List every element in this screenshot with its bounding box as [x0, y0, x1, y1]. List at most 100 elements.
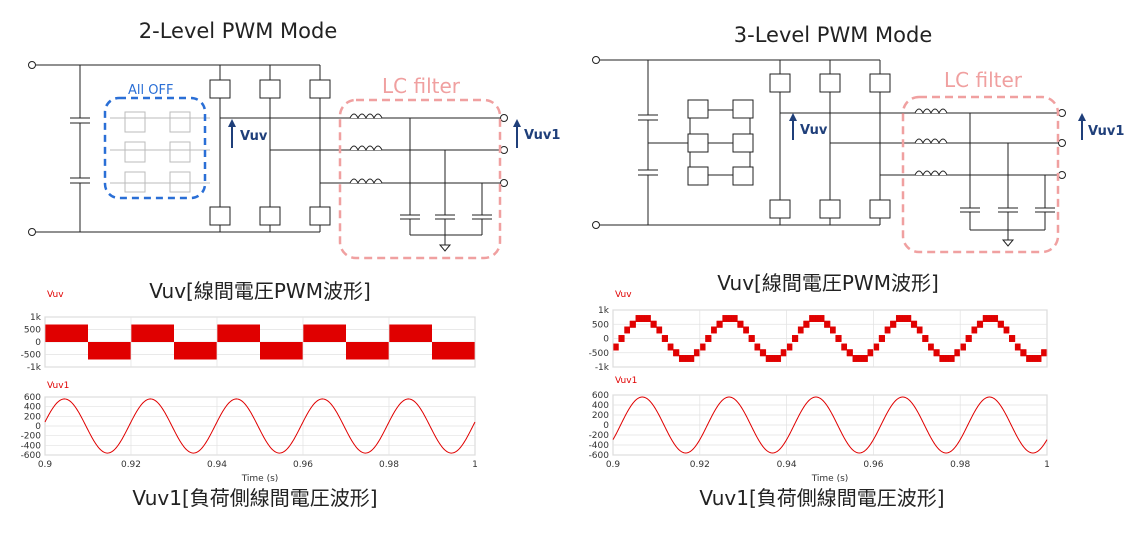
- right-pwm-step: [722, 320, 723, 328]
- left-all-off-box: [103, 96, 207, 200]
- right-pwm-step: [916, 320, 918, 328]
- right-vuv-label: Vuv: [800, 123, 828, 138]
- right-xtick: 0.94: [777, 460, 797, 470]
- right-pwm-step: [884, 335, 885, 342]
- right-pwm-step: [976, 326, 978, 334]
- left-xtick: 0.94: [207, 460, 227, 470]
- right-pwm-step: [846, 343, 848, 351]
- right-pwm-step: [878, 343, 880, 351]
- right-xtick: 1: [1044, 460, 1050, 470]
- right-pwm-step: [742, 320, 744, 328]
- right-pwm-step: [635, 320, 636, 328]
- left-plot1-ytick: 1k: [30, 313, 42, 323]
- right-pwm-step: [765, 349, 767, 357]
- left-sine-caption: Vuv1[負荷側線間電圧波形]: [132, 486, 377, 510]
- left-xtick: 0.9: [38, 460, 53, 470]
- left-lc-filter-box: [338, 98, 502, 260]
- right-pwm-step: [1025, 349, 1027, 357]
- left-xtick: 1: [472, 460, 478, 470]
- right-plot2-ytick: 400: [592, 401, 609, 411]
- right-pwm-step: [939, 349, 940, 357]
- right-pwm-step: [754, 335, 755, 342]
- right-pwm-step: [954, 355, 955, 362]
- right-xtick: 0.92: [690, 460, 710, 470]
- left-plot2-ytick: 200: [24, 412, 41, 422]
- right-pwm-step: [982, 320, 984, 328]
- right-pwm-step: [895, 320, 897, 328]
- left-xtick: 0.98: [379, 460, 399, 470]
- right-plot2-ytick: 0: [603, 421, 609, 431]
- left-pwm-pulse: [260, 342, 303, 360]
- right-pwm-step: [889, 326, 891, 334]
- right-lc-filter-box: [901, 95, 1060, 254]
- left-plot2-ytick: -600: [21, 451, 42, 461]
- right-plot1-ytick: 500: [592, 320, 609, 330]
- right-pwm-step: [835, 326, 836, 334]
- left-inductors: [349, 113, 383, 185]
- left-plot1-ytick: -500: [21, 351, 42, 361]
- left-plot1-ytick: 0: [35, 338, 41, 348]
- plots-layer: 1k5000-500-1kVuv6004002000-200-400-6000.…: [21, 290, 1050, 484]
- left-plot2-ytick: -400: [21, 441, 42, 451]
- right-vuv1-label: Vuv1: [1088, 124, 1124, 139]
- left-plot1-ytick: 500: [24, 326, 41, 336]
- right-sine-line: [612, 396, 1048, 454]
- left-pwm-caption: Vuv[線間電圧PWM波形]: [149, 279, 371, 303]
- right-plot1-ytick: -500: [589, 349, 610, 359]
- right-pwm-step: [997, 315, 999, 322]
- right-plot1-ytick: 1k: [598, 306, 610, 316]
- left-pwm-pulse: [174, 342, 217, 360]
- right-xtick: 0.96: [863, 460, 883, 470]
- right-pwm-step: [797, 335, 799, 342]
- left-dc-neg-terminal: [28, 228, 36, 236]
- right-pwm-step: [737, 315, 738, 322]
- right-plot1-ytick: -1k: [595, 363, 610, 373]
- left-plot1-ytick: -1k: [27, 363, 42, 373]
- right-xtick: 0.98: [950, 460, 970, 470]
- left-pwm-pulse: [303, 324, 346, 342]
- right-pwm-step: [710, 335, 712, 342]
- right-pwm-step: [852, 349, 853, 357]
- right-circuit: [592, 56, 1066, 247]
- right-title: 3-Level PWM Mode: [734, 23, 933, 47]
- right-pwm-step: [759, 343, 761, 351]
- right-plot2-ytick: -600: [589, 451, 610, 461]
- left-pwm-pulse: [389, 324, 432, 342]
- right-pwm-step: [678, 349, 680, 357]
- left-plot2-ytick: 400: [24, 403, 41, 413]
- right-pwm-caption: Vuv[線間電圧PWM波形]: [717, 271, 939, 295]
- right-pwm-step: [922, 326, 923, 334]
- right-pwm-step: [618, 343, 619, 351]
- right-pwm-step: [656, 320, 657, 328]
- right-plot2-signal-label: Vuv1: [615, 376, 637, 386]
- right-plot2-ytick: -400: [589, 441, 610, 451]
- left-plot2-ytick: 0: [35, 422, 41, 432]
- right-pwm-step: [803, 326, 804, 334]
- left-all-off-label: All OFF: [128, 83, 173, 98]
- left-plot2-ytick: -200: [21, 432, 42, 442]
- left-vuv-arrow: [228, 119, 236, 148]
- right-pwm-step: [1003, 320, 1004, 328]
- left-pwm-pulse: [131, 324, 174, 342]
- right-plot1-ytick: 0: [603, 335, 609, 345]
- right-pwm-step: [971, 335, 972, 342]
- left-pwm-pulse: [88, 342, 131, 360]
- right-plot2-ytick: 200: [592, 411, 609, 421]
- right-vuv-arrow: [789, 113, 797, 140]
- left-pwm-pulse: [217, 324, 260, 342]
- right-pwm-step: [693, 355, 695, 362]
- right-pwm-step: [808, 320, 810, 328]
- left-plot2-signal-label: Vuv1: [47, 381, 69, 391]
- left-xtick: 0.92: [121, 460, 141, 470]
- left-circuit: [28, 61, 508, 252]
- right-pwm-step: [841, 335, 842, 342]
- right-pwm-step: [829, 320, 831, 328]
- right-pwm-step: [705, 343, 706, 351]
- right-pwm-step: [933, 343, 934, 351]
- left-vuv1-arrow: [513, 119, 521, 148]
- right-vuv1-arrow: [1078, 113, 1086, 140]
- left-lc-filter-label: LC filter: [382, 74, 461, 98]
- right-sine-caption: Vuv1[負荷側線間電圧波形]: [699, 486, 944, 510]
- right-pwm-step: [867, 355, 868, 362]
- right-pwm-step: [1014, 335, 1016, 342]
